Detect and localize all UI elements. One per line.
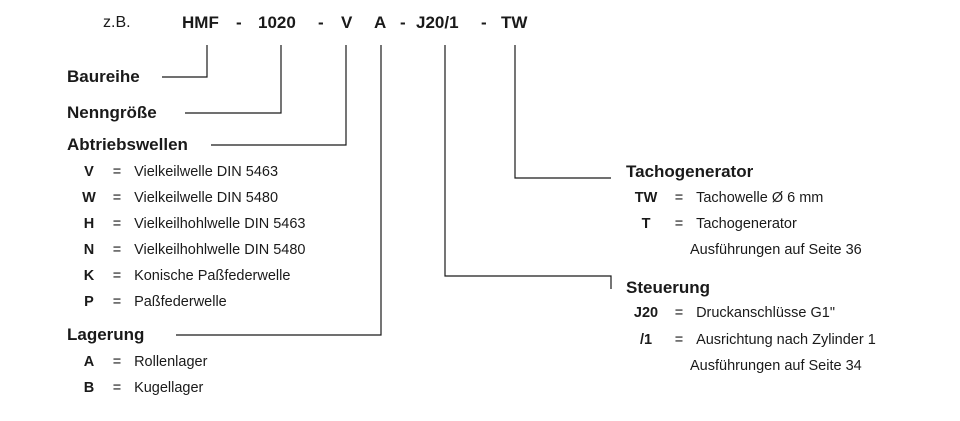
reference-note: Ausführungen auf Seite 34 [690, 358, 862, 374]
option-code: P [84, 294, 94, 310]
list-item-shaft: V = Vielkeilwelle DIN 5463 [78, 162, 278, 182]
option-code: A [83, 354, 95, 370]
code-separator: - [400, 13, 406, 32]
option-description: Vielkeilhohlwelle DIN 5463 [134, 216, 306, 232]
list-item-shaft: K = Konische Paßfederwelle [78, 266, 291, 286]
option-code: K [83, 268, 95, 284]
code-series: HMF [182, 13, 219, 32]
label-baureihe: Baureihe [67, 67, 140, 86]
code-control: J20/1 [416, 13, 459, 32]
code-separator: - [318, 13, 324, 32]
equals-sign: = [674, 190, 684, 206]
code-size: 1020 [258, 13, 296, 32]
label-tachogenerator: Tachogenerator [626, 162, 754, 181]
option-description: Vielkeilhohlwelle DIN 5480 [134, 242, 306, 258]
label-steuerung: Steuerung [626, 278, 711, 297]
list-item-control: J20 = Druckanschlüsse G1" [630, 303, 835, 323]
connector-abtriebswellen [211, 45, 347, 146]
equals-sign: = [112, 190, 122, 206]
equals-sign: = [112, 164, 122, 180]
equals-sign: = [112, 242, 122, 258]
option-code: /1 [639, 332, 653, 348]
code-tacho: TW [501, 13, 528, 32]
label-lagerung: Lagerung [67, 325, 145, 344]
connector-lagerung [176, 45, 382, 336]
option-description: Vielkeilwelle DIN 5480 [134, 190, 279, 206]
list-item-shaft: H = Vielkeilhohlwelle DIN 5463 [78, 214, 306, 234]
code-shaft: V [341, 13, 353, 32]
option-description: Konische Paßfederwelle [134, 268, 291, 284]
reference-note: Ausführungen auf Seite 36 [690, 242, 862, 258]
equals-sign: = [112, 268, 122, 284]
equals-sign: = [674, 216, 684, 232]
option-description: Druckanschlüsse G1" [696, 305, 835, 321]
option-description: Paßfederwelle [134, 294, 227, 310]
option-code: V [84, 164, 94, 180]
code-bearing: A [374, 13, 387, 32]
option-code: N [83, 242, 95, 258]
list-item-shaft: W = Vielkeilwelle DIN 5480 [78, 188, 278, 208]
equals-sign: = [112, 380, 122, 396]
option-description: Rollenlager [134, 354, 208, 370]
label-abtriebswellen: Abtriebswellen [67, 135, 188, 154]
option-description: Vielkeilwelle DIN 5463 [134, 164, 279, 180]
option-description: Kugellager [134, 380, 204, 396]
connector-nenngroesse [185, 45, 282, 114]
equals-sign: = [112, 294, 122, 310]
option-code: H [83, 216, 95, 232]
option-description: Tachogenerator [696, 216, 797, 232]
list-item-tacho: TW = Tachowelle Ø 6 mm [630, 188, 824, 208]
option-code: TW [634, 190, 658, 206]
equals-sign: = [674, 305, 684, 321]
option-description: Ausrichtung nach Zylinder 1 [696, 332, 876, 348]
list-item-shaft: P = Paßfederwelle [78, 292, 227, 312]
option-code: J20 [633, 305, 659, 321]
list-item-shaft: N = Vielkeilhohlwelle DIN 5480 [78, 240, 306, 260]
code-separator: - [481, 13, 487, 32]
list-item-control: /1 = Ausrichtung nach Zylinder 1 [630, 330, 876, 350]
equals-sign: = [112, 216, 122, 232]
list-item-bearing: B = Kugellager [78, 378, 204, 398]
option-code: T [641, 216, 651, 232]
list-item-tacho: T = Tachogenerator [630, 214, 797, 234]
equals-sign: = [112, 354, 122, 370]
code-separator: - [236, 13, 242, 32]
connector-steuerung [444, 45, 612, 289]
connector-baureihe [162, 45, 208, 78]
option-code: B [83, 380, 95, 396]
example-prefix: z.B. [103, 14, 131, 31]
option-code: W [82, 190, 96, 206]
connector-tachogenerator [514, 45, 611, 179]
label-nenngroesse: Nenngröße [67, 103, 157, 122]
option-description: Tachowelle Ø 6 mm [696, 190, 824, 206]
list-item-bearing: A = Rollenlager [78, 352, 208, 372]
equals-sign: = [674, 332, 684, 348]
